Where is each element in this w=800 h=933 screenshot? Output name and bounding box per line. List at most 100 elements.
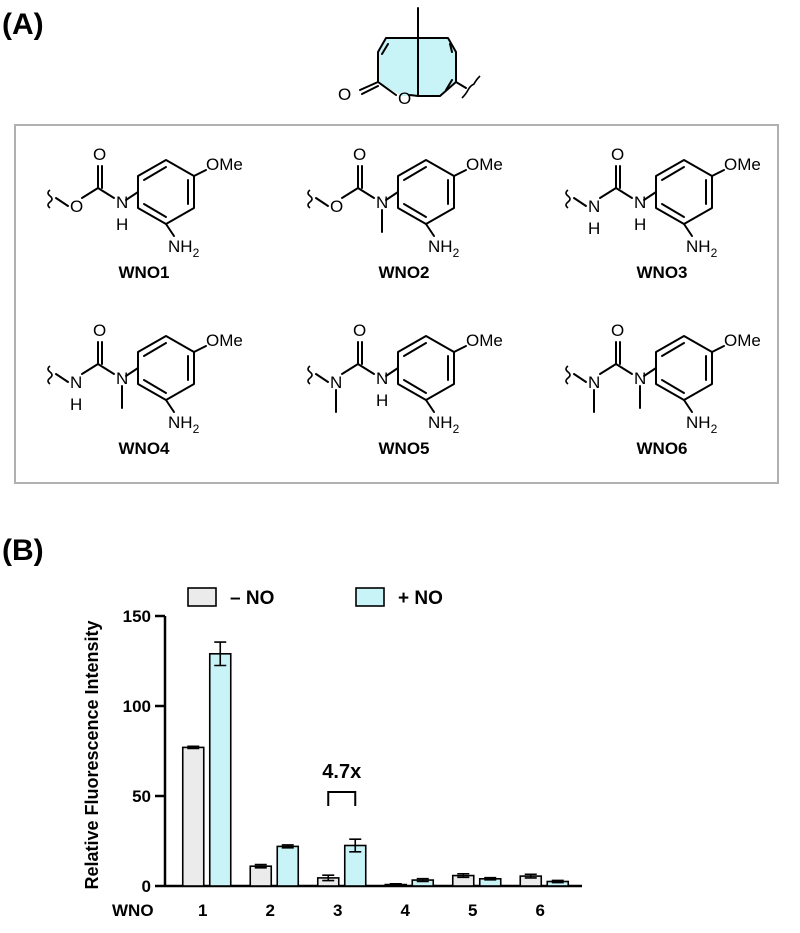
aryl-n-bond (643, 367, 657, 377)
ome-bond (453, 169, 467, 177)
aryl-n-bond (125, 367, 139, 377)
benzene-ring (397, 335, 455, 401)
y-axis-label: Relative Fluorescence Intensity (82, 620, 102, 889)
aryl-n-label: N (376, 369, 388, 388)
attachment-squiggle (307, 189, 313, 209)
attachment-bond (573, 197, 587, 207)
benzene-ring (397, 159, 455, 225)
attachment-bond (55, 197, 69, 207)
ome-label: OMe (724, 331, 761, 350)
coumarin-structure: O O (338, 7, 481, 108)
legend-swatch-minus-no (187, 587, 217, 607)
benzene-double-bonds (403, 342, 449, 394)
aryl-n-bond (385, 191, 399, 201)
error-bar-minus-no-wno3 (322, 874, 335, 882)
error-bar-plus-no-wno4 (416, 877, 429, 883)
carbonyl-bonds (341, 165, 375, 199)
nh2-subscript: 2 (711, 246, 718, 260)
ome-bond (453, 345, 467, 353)
benzene-double-bonds (661, 166, 707, 218)
attachment-squiggle (565, 189, 571, 209)
legend: – NO+ NO (187, 587, 443, 609)
bar-minus-no-wno1 (181, 746, 205, 887)
benzene-double-bonds (661, 342, 707, 394)
nh2-label: NH2 (686, 237, 718, 260)
benzene-ring (137, 335, 195, 401)
coumarin-bonds (377, 7, 467, 97)
y-tick-label: 50 (132, 787, 151, 806)
left-atom-label: O (330, 197, 343, 216)
ome-label: OMe (466, 331, 503, 350)
bar-plus-no-wno1 (208, 652, 232, 887)
annotation-fold-change: 4.7x (322, 761, 361, 783)
compound-name-wno1: WNO1 (119, 263, 170, 282)
compound-name-wno3: WNO3 (637, 263, 688, 282)
nh2-subscript: 2 (193, 422, 200, 436)
nh2-label: NH2 (428, 413, 460, 436)
carbonyl-bonds (599, 341, 633, 375)
aryl-n-label: N (116, 193, 128, 212)
carbonyl-o-label: O (93, 321, 106, 340)
aryl-n-h-label: H (116, 215, 128, 234)
attachment-bond (315, 197, 329, 207)
benzene-ring (655, 159, 713, 225)
benzene-ring (655, 335, 713, 401)
ome-label: OMe (206, 155, 243, 174)
panel-b-label: (B) (2, 534, 44, 567)
error-bar-plus-no-wno5 (484, 876, 497, 881)
attachment-squiggle (307, 365, 313, 385)
error-bar-plus-no-wno2 (281, 844, 294, 849)
aryl-n-h-label: H (376, 391, 388, 410)
left-atom-label: N (70, 373, 82, 392)
panel-a-label: (A) (2, 8, 44, 41)
compound-name-wno6: WNO6 (637, 439, 688, 458)
left-atom-label: N (330, 373, 342, 392)
error-bar-plus-no-wno1 (214, 641, 227, 667)
attachment-squiggle (565, 365, 571, 385)
attachment-bond (573, 373, 587, 383)
aryl-n-label: N (376, 193, 388, 212)
nh2-bond (165, 223, 175, 237)
error-bar-minus-no-wno2 (254, 863, 267, 869)
error-bar-minus-no-wno4 (389, 883, 402, 887)
compound-name-wno2: WNO2 (379, 263, 430, 282)
ome-bond (193, 169, 207, 177)
aryl-n-label: N (634, 193, 646, 212)
left-atom-label: O (70, 197, 83, 216)
aryl-n-bond (385, 367, 399, 377)
error-bar-minus-no-wno1 (187, 745, 200, 750)
attachment-bond (315, 373, 329, 383)
aryl-n-label: N (116, 369, 128, 388)
nh2-subscript: 2 (453, 246, 460, 260)
x-tick-label-2: 2 (266, 901, 275, 920)
left-atom-label: N (588, 373, 600, 392)
coumarin-carbonyl-o: O (338, 85, 351, 104)
compound-frame (14, 124, 779, 484)
compound-name-wno5: WNO5 (379, 439, 430, 458)
ome-bond (711, 169, 725, 177)
aryl-n-bond (125, 191, 139, 201)
attachment-squiggle (47, 189, 53, 209)
y-tick-label: 150 (123, 607, 151, 626)
attachment-bond (55, 373, 69, 383)
y-tick-label: 100 (123, 697, 151, 716)
nh2-subscript: 2 (193, 246, 200, 260)
ome-label: OMe (206, 331, 243, 350)
coumarin-double-bonds (359, 43, 453, 95)
x-axis-label: WNO (112, 901, 154, 920)
error-bar-plus-no-wno3 (349, 838, 362, 853)
nh2-label: NH2 (168, 237, 200, 260)
x-tick-label-6: 6 (536, 901, 545, 920)
ome-label: OMe (466, 155, 503, 174)
x-tick-label-4: 4 (401, 901, 411, 920)
nh2-label: NH2 (686, 413, 718, 436)
nh2-label: NH2 (168, 413, 200, 436)
legend-label-minus-no: – NO (230, 588, 274, 609)
left-atom-label: N (588, 197, 600, 216)
